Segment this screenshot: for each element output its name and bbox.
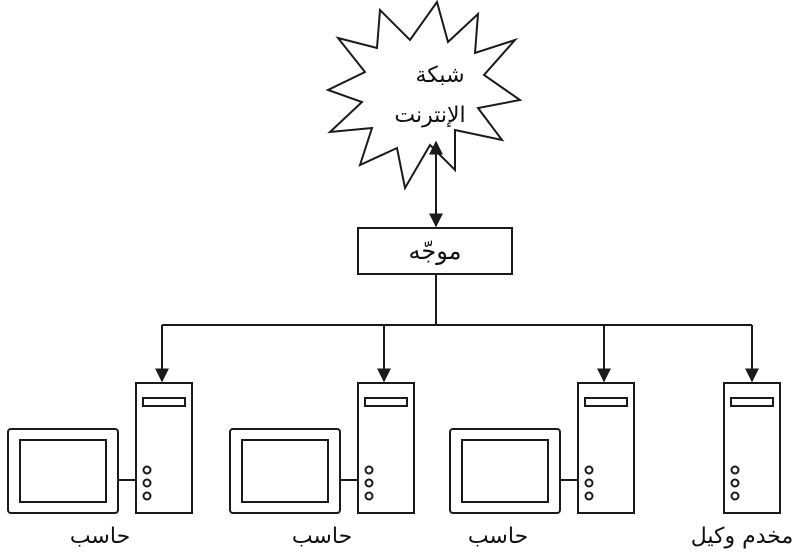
computer-label-3: حاسب [468,524,528,549]
router-label: موجّه [409,237,462,265]
monitor-screen [461,439,549,503]
led-dot [142,465,152,475]
computer-2: حاسب [229,382,415,549]
computer-label-1: حاسب [70,524,130,549]
drive-bay [730,397,774,407]
computer-label-2: حاسب [292,524,352,549]
led-dot [730,478,740,488]
router: موجّه [357,227,513,275]
proxy-server: مخدم وكيل [691,382,794,549]
drive-bay [142,397,186,407]
internet-label-line2: الإنترنت [394,103,465,128]
led-dot [364,465,374,475]
computer-1: حاسب [7,382,193,549]
led-dot [730,465,740,475]
led-dot [364,491,374,501]
proxy-server-label: مخدم وكيل [691,524,794,549]
drive-bay [364,397,408,407]
drive-bay [584,397,628,407]
led-dot [142,478,152,488]
led-dot [142,491,152,501]
monitor-screen [19,439,107,503]
internet-cloud: شبكة الإنترنت [325,0,523,191]
led-dot [364,478,374,488]
computer-3: حاسب [449,382,635,549]
led-dot [730,491,740,501]
led-dot [584,465,594,475]
internet-label-line1: شبكة [415,63,464,88]
led-dot [584,478,594,488]
led-dot [584,491,594,501]
monitor-screen [241,439,329,503]
